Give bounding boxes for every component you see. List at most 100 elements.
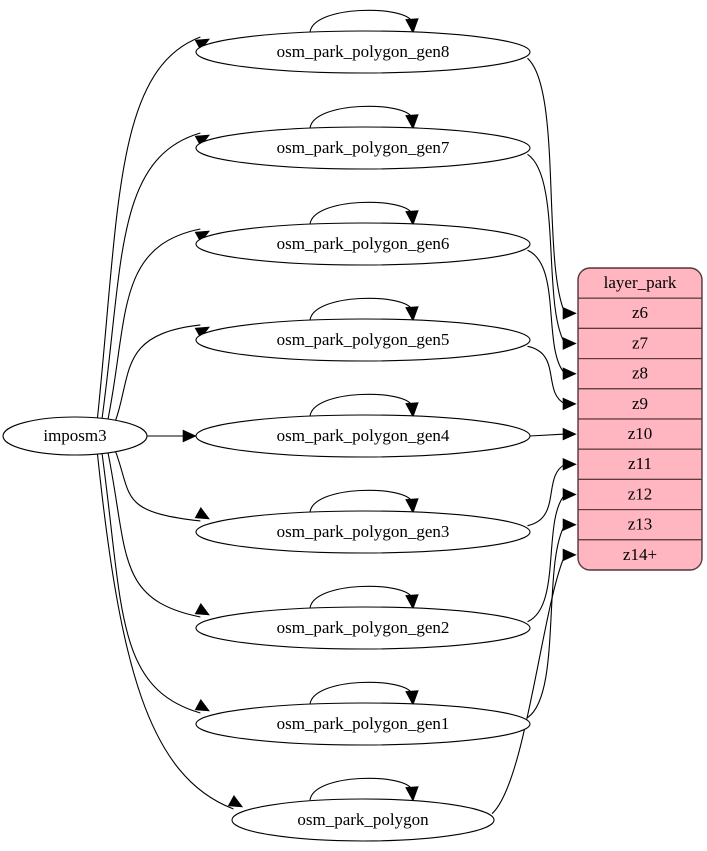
- node-label-base: osm_park_polygon: [297, 810, 429, 829]
- table-row-cell-z8[interactable]: [578, 358, 702, 390]
- edge-arrowhead: [405, 690, 419, 706]
- self-loop-gen7: [309, 105, 413, 129]
- self-loop-gen4: [309, 393, 413, 417]
- edge-gen3-to-row-z11: [527, 463, 566, 527]
- edge-imposm3-to-gen1: [100, 449, 201, 714]
- edge-gen7-to-row-z7: [527, 153, 566, 344]
- edge-arrowhead: [182, 429, 197, 443]
- edge-arrowhead: [227, 795, 244, 808]
- edge-imposm3-to-gen2: [106, 446, 201, 618]
- node-shape-base: [231, 798, 495, 842]
- node-label-gen2: osm_park_polygon_gen2: [277, 618, 450, 637]
- edge-imposm3-to-gen7: [100, 132, 201, 423]
- node-base[interactable]: osm_park_polygon: [231, 798, 495, 842]
- edge-gen8-to-row-z6: [527, 57, 566, 314]
- node-label-gen4: osm_park_polygon_gen4: [277, 426, 450, 445]
- table-row-label-z9: z9: [632, 394, 648, 413]
- node-shape-gen3: [195, 510, 531, 554]
- table-row-label-z8: z8: [632, 364, 648, 383]
- node-shape-gen6: [195, 222, 531, 266]
- table-row-label-z12: z12: [628, 484, 653, 503]
- nodes-layer: osm_park_polygon_gen8 osm_park_polygon_ge…: [2, 30, 531, 842]
- node-gen6[interactable]: osm_park_polygon_gen6: [195, 222, 531, 266]
- edge-imposm3-to-gen5: [111, 324, 201, 430]
- edge-arrowhead: [405, 306, 419, 322]
- node-shape-gen8: [195, 30, 531, 74]
- edge-arrowhead: [562, 306, 577, 320]
- table-row-label-z7: z7: [632, 333, 649, 352]
- node-gen8[interactable]: osm_park_polygon_gen8: [195, 30, 531, 74]
- self-loop-base: [309, 777, 413, 801]
- edge-arrowhead: [562, 488, 577, 501]
- table-row-cell-z11[interactable]: [578, 448, 702, 481]
- self-loop-gen6: [309, 201, 413, 225]
- node-label-gen6: osm_park_polygon_gen6: [277, 234, 450, 253]
- edges-layer: [96, 9, 577, 815]
- node-gen1[interactable]: osm_park_polygon_gen1: [195, 702, 531, 746]
- layer-park-table: layer_park z6 z7 z8 z9 z10 z11 z12 z13 z14+: [577, 267, 703, 571]
- edge-arrowhead: [194, 603, 211, 616]
- edge-arrowhead: [562, 367, 577, 381]
- edge-arrowhead: [405, 18, 419, 34]
- edge-arrowhead: [194, 507, 211, 520]
- node-gen7[interactable]: osm_park_polygon_gen7: [195, 126, 531, 170]
- node-label-gen1: osm_park_polygon_gen1: [277, 714, 450, 733]
- node-label-gen8: osm_park_polygon_gen8: [277, 42, 450, 61]
- node-gen4[interactable]: osm_park_polygon_gen4: [195, 414, 531, 458]
- node-label-gen7: osm_park_polygon_gen7: [277, 138, 450, 157]
- self-loop-gen2: [309, 585, 413, 609]
- node-label-gen3: osm_park_polygon_gen3: [277, 522, 450, 541]
- edge-gen6-to-row-z8: [527, 249, 566, 375]
- self-loop-gen3: [309, 489, 413, 513]
- node-shape-gen2: [195, 606, 531, 650]
- node-shape-gen7: [195, 126, 531, 170]
- self-loop-gen1: [309, 681, 413, 705]
- edge-imposm3-to-gen3: [111, 442, 201, 522]
- table-row-cell-z7[interactable]: [578, 327, 702, 360]
- table-rows-group: layer_park z6 z7 z8 z9 z10 z11 z12 z13 z14+: [578, 268, 702, 570]
- edge-arrowhead: [405, 210, 419, 226]
- edge-arrowhead: [562, 457, 577, 471]
- table-row-label-z13: z13: [628, 515, 653, 534]
- node-imposm3[interactable]: imposm3: [2, 416, 148, 456]
- edge-imposm3-to-gen6: [106, 228, 201, 426]
- node-shape-gen4: [195, 414, 531, 458]
- node-label-gen5: osm_park_polygon_gen5: [277, 330, 450, 349]
- node-shape-imposm3: [2, 416, 148, 456]
- edge-arrowhead: [405, 402, 419, 418]
- node-shape-gen5: [195, 318, 531, 362]
- table-row-label-z6: z6: [632, 303, 648, 322]
- edge-arrowhead: [405, 114, 419, 130]
- node-shape-gen1: [195, 702, 531, 746]
- edge-base-to-row-z14+: [491, 554, 566, 815]
- node-label-imposm3: imposm3: [43, 426, 106, 445]
- edge-arrowhead: [562, 518, 577, 532]
- table-row-cell-z6[interactable]: [578, 297, 702, 330]
- table-header-label: layer_park: [604, 273, 677, 292]
- table-row-cell-z12[interactable]: [578, 478, 702, 511]
- node-gen5[interactable]: osm_park_polygon_gen5: [195, 318, 531, 362]
- edge-arrowhead: [405, 498, 419, 514]
- node-gen3[interactable]: osm_park_polygon_gen3: [195, 510, 531, 554]
- node-gen2[interactable]: osm_park_polygon_gen2: [195, 606, 531, 650]
- edge-arrowhead: [405, 594, 419, 610]
- edge-gen2-to-row-z12: [527, 494, 566, 623]
- edge-arrowhead: [562, 337, 577, 350]
- edge-arrowhead: [405, 786, 419, 802]
- edge-imposm3-to-base: [96, 451, 234, 810]
- edge-arrowhead: [194, 699, 211, 712]
- table-row-label-z14+: z14+: [623, 545, 657, 564]
- edge-arrowhead: [562, 397, 577, 411]
- table-row-label-z11: z11: [628, 454, 652, 473]
- table-outer-border: [577, 267, 703, 571]
- self-loop-gen5: [309, 297, 413, 321]
- edge-gen1-to-row-z13: [527, 524, 566, 719]
- table-row-label-z10: z10: [628, 424, 653, 443]
- edge-gen5-to-row-z9: [527, 345, 566, 405]
- edge-imposm3-to-gen8: [96, 36, 201, 421]
- table-row-cell-z9[interactable]: [578, 388, 702, 420]
- self-loop-gen8: [309, 9, 413, 33]
- edge-arrowhead: [562, 548, 577, 562]
